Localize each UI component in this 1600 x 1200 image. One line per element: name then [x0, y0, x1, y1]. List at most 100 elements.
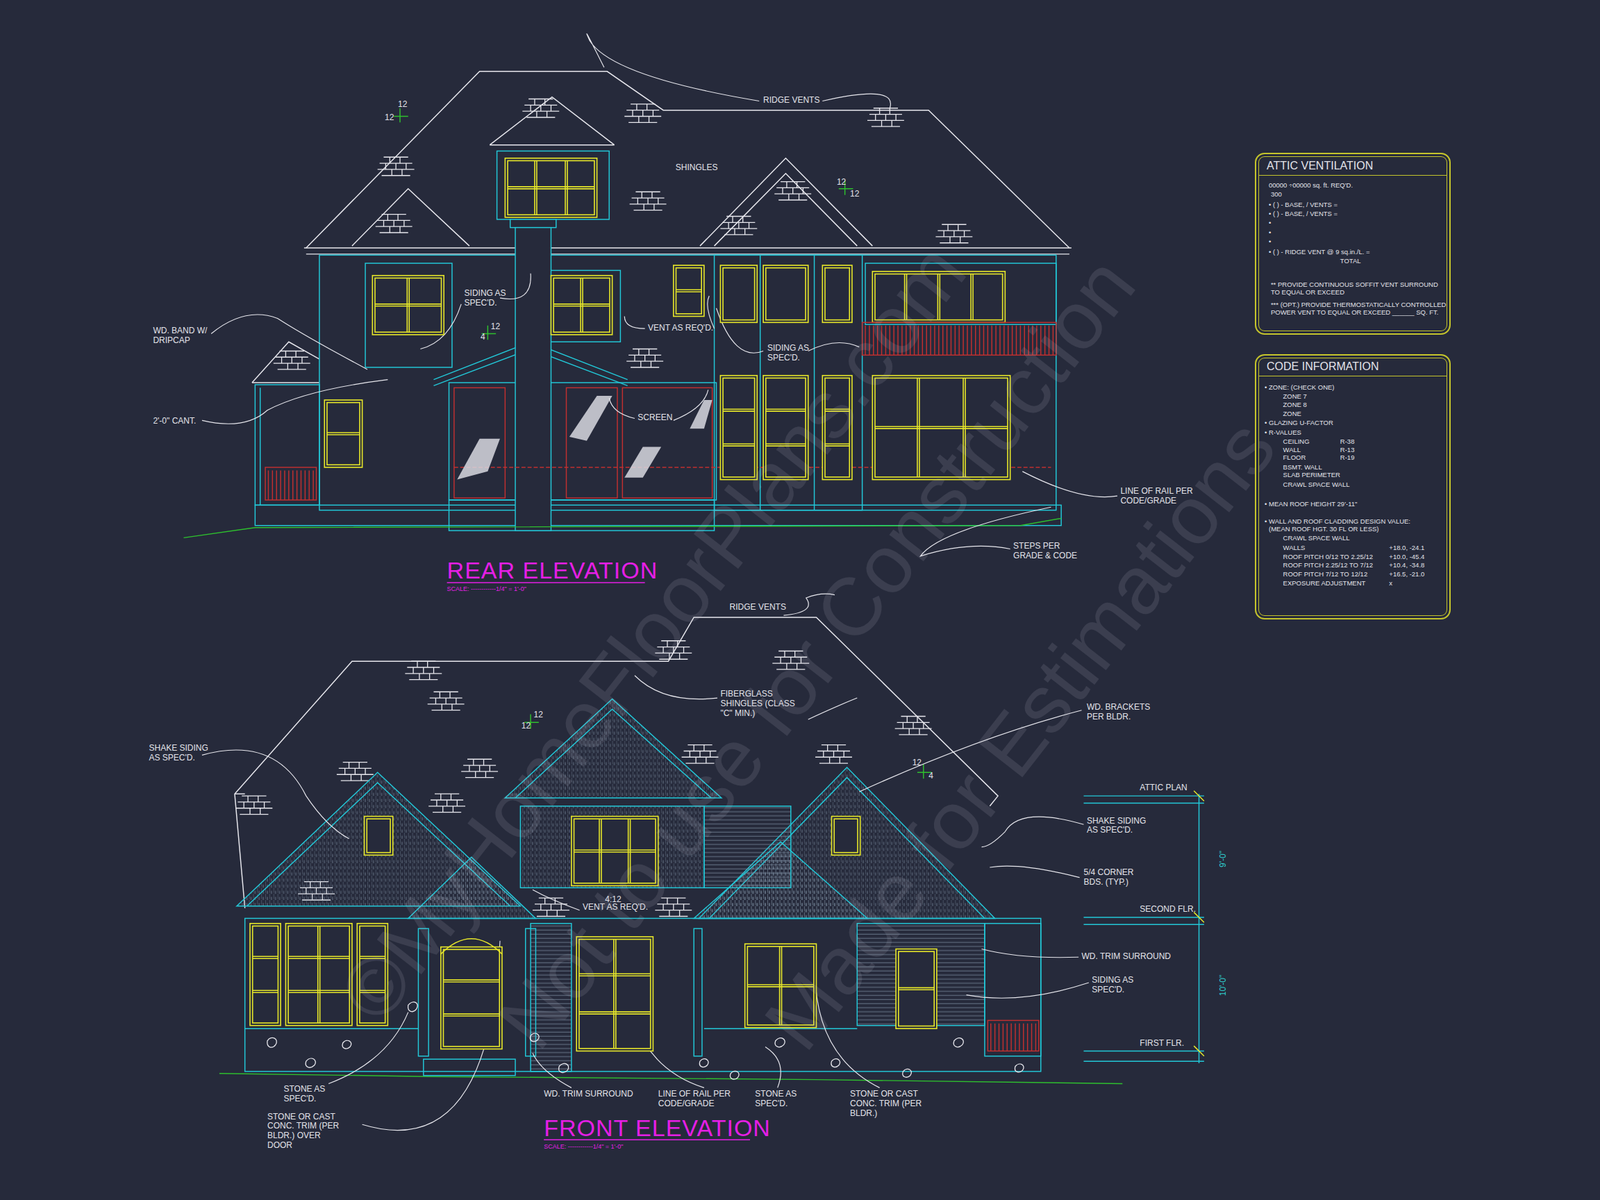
- window: [898, 951, 935, 1026]
- rear-roof: [352, 188, 470, 246]
- railing: [975, 325, 976, 356]
- window: [675, 288, 702, 291]
- panel-text: WALLS: [1283, 544, 1306, 553]
- roof-shingle-symbol: [336, 762, 374, 781]
- railing: [958, 325, 960, 356]
- window: [831, 816, 861, 856]
- stone-symbol: [559, 1063, 569, 1073]
- roof-shingle-symbol: [774, 181, 812, 200]
- pitch-mark: [393, 108, 409, 123]
- window: [765, 268, 806, 321]
- panel-text: R-38: [1340, 438, 1355, 446]
- stone-symbol: [831, 1059, 841, 1068]
- panel-heading: ATTIC VENTILATION: [1266, 159, 1373, 173]
- railing: [970, 325, 972, 356]
- panel-text: ZONE: [1283, 410, 1302, 419]
- panel-text: +10.0, -45.4: [1388, 553, 1425, 562]
- railing: [1027, 1023, 1028, 1052]
- panel-text: +16.5, -21.0: [1388, 570, 1425, 579]
- window: [675, 290, 702, 293]
- window: [375, 305, 442, 307]
- screen-hatch: [456, 395, 712, 480]
- window: [550, 275, 612, 335]
- leader-line: [586, 34, 760, 102]
- window: [722, 410, 755, 412]
- callout-note: LINE OF RAIL PER CODE/GRADE: [658, 1089, 735, 1110]
- window: [898, 988, 935, 991]
- panel-text: R-19: [1340, 454, 1355, 462]
- heading-rule: [1259, 175, 1447, 176]
- railing: [950, 325, 952, 356]
- callout-note: STONE OR CAST CONC. TRIM (PER BLDR.) OVE…: [267, 1112, 344, 1151]
- view-title: FRONT ELEVATION: [543, 1114, 771, 1142]
- railing: [1006, 1023, 1008, 1052]
- callout-note: WD. BAND W/ DRIPCAP: [152, 326, 210, 346]
- leader-line: [981, 949, 1080, 958]
- rear-roof: [700, 158, 873, 246]
- rear-walls: [254, 384, 320, 505]
- railing: [292, 470, 294, 500]
- window: [898, 987, 935, 989]
- window: [534, 160, 536, 215]
- roof-shingle-symbol: [815, 745, 853, 764]
- window: [375, 303, 442, 305]
- callout-note: STONE OR CAST CONC. TRIM (PER BLDR.): [850, 1089, 927, 1119]
- railing: [300, 470, 302, 500]
- railing: [265, 467, 316, 500]
- callout-note: 12: [490, 322, 500, 332]
- railing: [990, 1023, 991, 1052]
- railing: [998, 1023, 1000, 1052]
- window: [763, 265, 809, 323]
- window: [372, 275, 444, 335]
- window: [408, 277, 410, 332]
- window: [252, 991, 279, 994]
- rear-screen-porch: [566, 387, 618, 498]
- panel-text: ZONE 7: [1283, 393, 1307, 401]
- leader-line: [609, 397, 635, 419]
- stone-symbol: [1014, 1063, 1024, 1073]
- rear-roof: [252, 71, 1072, 383]
- railing: [1014, 1023, 1016, 1052]
- roof-shingle-symbol: [935, 224, 973, 243]
- panel-text: SLAB PERIMETER: [1283, 471, 1341, 480]
- window: [504, 158, 597, 218]
- window: [550, 275, 612, 335]
- window: [324, 400, 362, 468]
- railing: [275, 470, 277, 500]
- scale-note: SCALE: ------------1/4" = 1'-0": [543, 1143, 623, 1150]
- rear-roof: [489, 144, 614, 146]
- dimension-lines: [1083, 790, 1204, 1064]
- railing: [1022, 1023, 1024, 1052]
- panel-text: • WALL AND ROOF CLADDING DESIGN VALUE:: [1264, 518, 1411, 526]
- panel-heading: CODE INFORMATION: [1266, 360, 1379, 373]
- leader-line: [202, 750, 350, 839]
- roof-shingle-symbol: [624, 104, 662, 123]
- panel-text: ROOF PITCH 0/12 TO 2.25/12: [1283, 553, 1374, 562]
- roof-shingle-symbol: [377, 156, 415, 175]
- window: [319, 925, 321, 1023]
- window: [327, 402, 360, 466]
- railing: [268, 470, 269, 500]
- leader-line: [673, 389, 709, 421]
- window: [720, 265, 757, 323]
- roof-shingle-symbol: [522, 99, 560, 118]
- panel-text: •: [1268, 238, 1271, 246]
- roof-shingle-symbol: [867, 108, 905, 127]
- callout-note: STONE AS SPEC'D.: [283, 1084, 340, 1105]
- heading-rule: [1259, 375, 1447, 377]
- panel-text: • R-VALUES: [1264, 429, 1302, 437]
- roof-shingle-symbol: [629, 191, 667, 210]
- rear-screen-porch: [454, 387, 505, 498]
- window: [579, 277, 582, 332]
- window: [720, 265, 757, 323]
- rear-walls: [365, 263, 453, 368]
- panel-text: EXPOSURE ADJUSTMENT: [1283, 579, 1366, 588]
- rear-walls: [540, 270, 621, 342]
- stone-symbol: [305, 1058, 316, 1068]
- callout-note: 12: [836, 177, 846, 188]
- rear-roof: [306, 71, 1070, 248]
- window: [443, 979, 500, 981]
- roof-shingle-symbol: [720, 216, 757, 235]
- window: [250, 923, 281, 1026]
- panel-text: • ( ) - BASE, / VENTS =: [1268, 210, 1338, 219]
